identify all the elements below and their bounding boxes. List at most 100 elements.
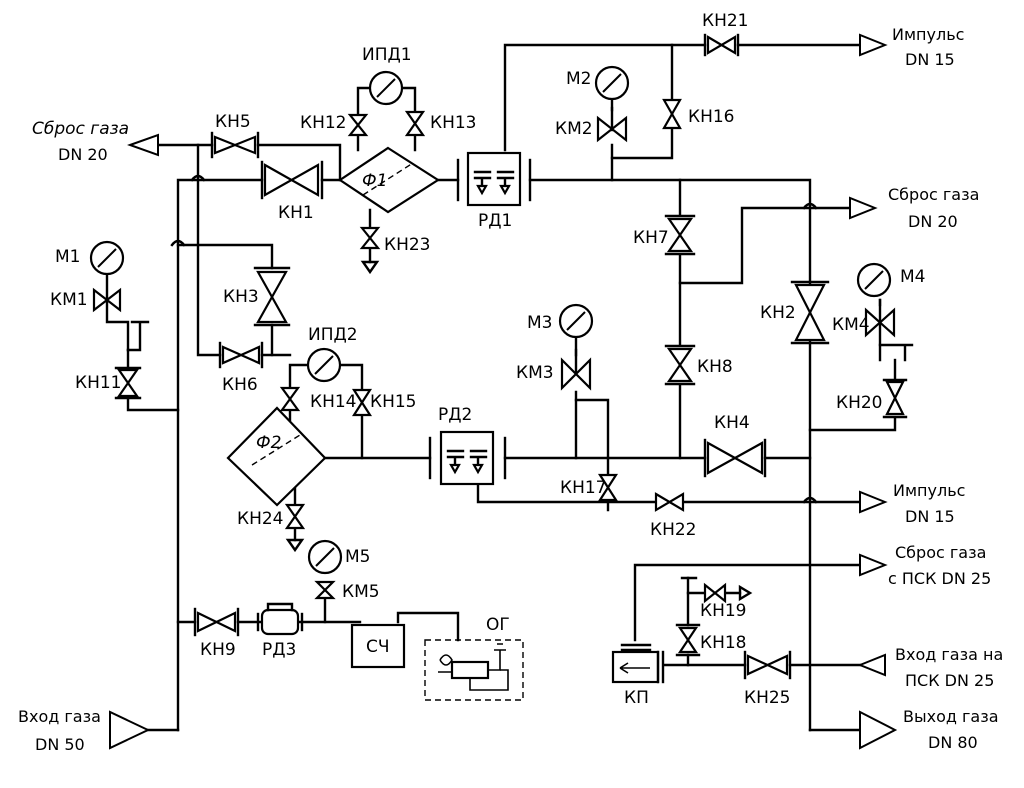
vent-psk-label-line1: Сброс газа: [895, 543, 986, 562]
label-kn12: КН12: [300, 113, 346, 133]
valve-kn15: [351, 388, 373, 417]
valve-kn8: [664, 344, 696, 386]
impulse-mid-label-line2: DN 15: [905, 507, 955, 526]
gauge-m4: [856, 262, 892, 298]
valve-kn11: [114, 366, 142, 400]
gauge-m3: [558, 303, 594, 339]
valve-kn12: [347, 113, 369, 137]
valve-kn7: [664, 214, 696, 256]
vent-psk-arrow: [859, 553, 888, 577]
port-arrows: [109, 33, 898, 750]
label-kn15: КН15: [370, 392, 416, 412]
inlet-label-line1: Вход газа: [18, 707, 101, 726]
valve-kn22: [654, 492, 685, 512]
label-kn1: КН1: [278, 203, 314, 223]
label-kn22: КН22: [650, 520, 696, 540]
label-kn17: КН17: [560, 478, 606, 498]
gauge-ipd2: [306, 347, 342, 383]
valve-kn3: [253, 266, 291, 327]
pipelines: [126, 43, 914, 732]
label-km4: КМ4: [832, 315, 870, 335]
gauge-m1: [89, 240, 125, 276]
equipment: [226, 146, 665, 701]
impulse-mid-arrow: [859, 490, 888, 514]
impulse-top-label-line2: DN 15: [905, 50, 955, 69]
impulse-top-arrow: [859, 33, 888, 57]
label-m3: М3: [527, 313, 552, 333]
valve-kn14: [279, 386, 301, 412]
vent-left-label-line2: DN 20: [58, 145, 108, 164]
label-rd2: РД2: [438, 405, 472, 425]
valve-kn1: [260, 160, 324, 200]
label-km5: КМ5: [342, 582, 380, 602]
label-kn24: КН24: [237, 509, 283, 529]
label-kn19: КН19: [700, 601, 746, 621]
impulse-mid-label-line1: Импульс: [893, 481, 965, 500]
regulator-rd3: [256, 602, 304, 636]
valve-kn25: [743, 650, 792, 680]
label-kn5: КН5: [215, 112, 251, 132]
label-km1: КМ1: [50, 290, 88, 310]
label-kn9: КН9: [200, 640, 236, 660]
label-og: ОГ: [486, 615, 510, 635]
label-kn11: КН11: [75, 373, 121, 393]
label-kn2: КН2: [760, 303, 796, 323]
label-kn16: КН16: [688, 107, 734, 127]
label-kn20: КН20: [836, 393, 882, 413]
valves: [92, 33, 908, 680]
label-kn6: КН6: [222, 375, 258, 395]
valve-km2: [596, 106, 628, 143]
port-labels: Сброс газа DN 20 Импульс DN 15 Сброс газ…: [18, 25, 1003, 754]
outlet-label-line1: Выход газа: [903, 707, 999, 726]
valve-kn13: [404, 110, 426, 137]
label-kn7: КН7: [633, 228, 669, 248]
valve-kn20: [882, 358, 908, 419]
valve-kn24: [284, 503, 306, 553]
label-f1: Ф1: [362, 171, 387, 191]
filter-f1: [338, 146, 441, 214]
crossings: [170, 174, 818, 504]
label-km2: КМ2: [555, 119, 593, 139]
valve-kn16: [662, 98, 682, 130]
valve-kn21: [703, 33, 740, 57]
gauge-m5: [307, 539, 343, 575]
label-rd3: РД3: [262, 640, 296, 660]
vent-right-label-line2: DN 20: [908, 212, 958, 231]
vent-left-arrow: [127, 133, 159, 157]
inlet-label-line2: DN 50: [35, 735, 85, 754]
inlet-psk-label-line1: Вход газа на: [895, 645, 1003, 664]
gauge-ipd1: [368, 70, 404, 106]
valve-kn17: [597, 473, 619, 502]
label-m2: М2: [566, 69, 591, 89]
label-m1: М1: [55, 247, 80, 267]
label-m4: М4: [900, 267, 925, 287]
vent-right-arrow: [849, 196, 878, 220]
label-kn3: КН3: [223, 287, 259, 307]
label-ipd1: ИПД1: [362, 45, 412, 65]
label-f2: Ф2: [256, 433, 281, 453]
label-kn4: КН4: [714, 413, 750, 433]
regulator-rd1: [456, 151, 532, 207]
component-labels: КН5 КН1 ИПД1 КН12 КН13 Ф1 КН23 РД1 КН21 …: [50, 11, 925, 708]
label-rd1: РД1: [478, 211, 512, 231]
outlet-label-line2: DN 80: [928, 733, 978, 752]
valve-km1: [92, 273, 130, 352]
label-m5: М5: [345, 547, 370, 567]
label-kn18: КН18: [700, 633, 746, 653]
valve-kn6: [218, 341, 264, 369]
valve-kn2: [790, 280, 830, 345]
label-kp: КП: [624, 688, 649, 708]
label-ipd2: ИПД2: [308, 325, 358, 345]
label-kn23: КН23: [384, 235, 430, 255]
label-kn21: КН21: [702, 11, 748, 31]
valve-kn9: [193, 607, 240, 637]
valve-km4: [864, 298, 896, 347]
valve-kn18: [675, 623, 701, 657]
label-kn14: КН14: [310, 392, 356, 412]
valve-km5: [314, 580, 336, 600]
meter-sch: [350, 623, 406, 669]
valve-km3: [560, 348, 592, 391]
inlet-psk-arrow: [857, 653, 886, 677]
valve-kn23: [359, 226, 381, 275]
valve-kn4: [703, 438, 767, 478]
